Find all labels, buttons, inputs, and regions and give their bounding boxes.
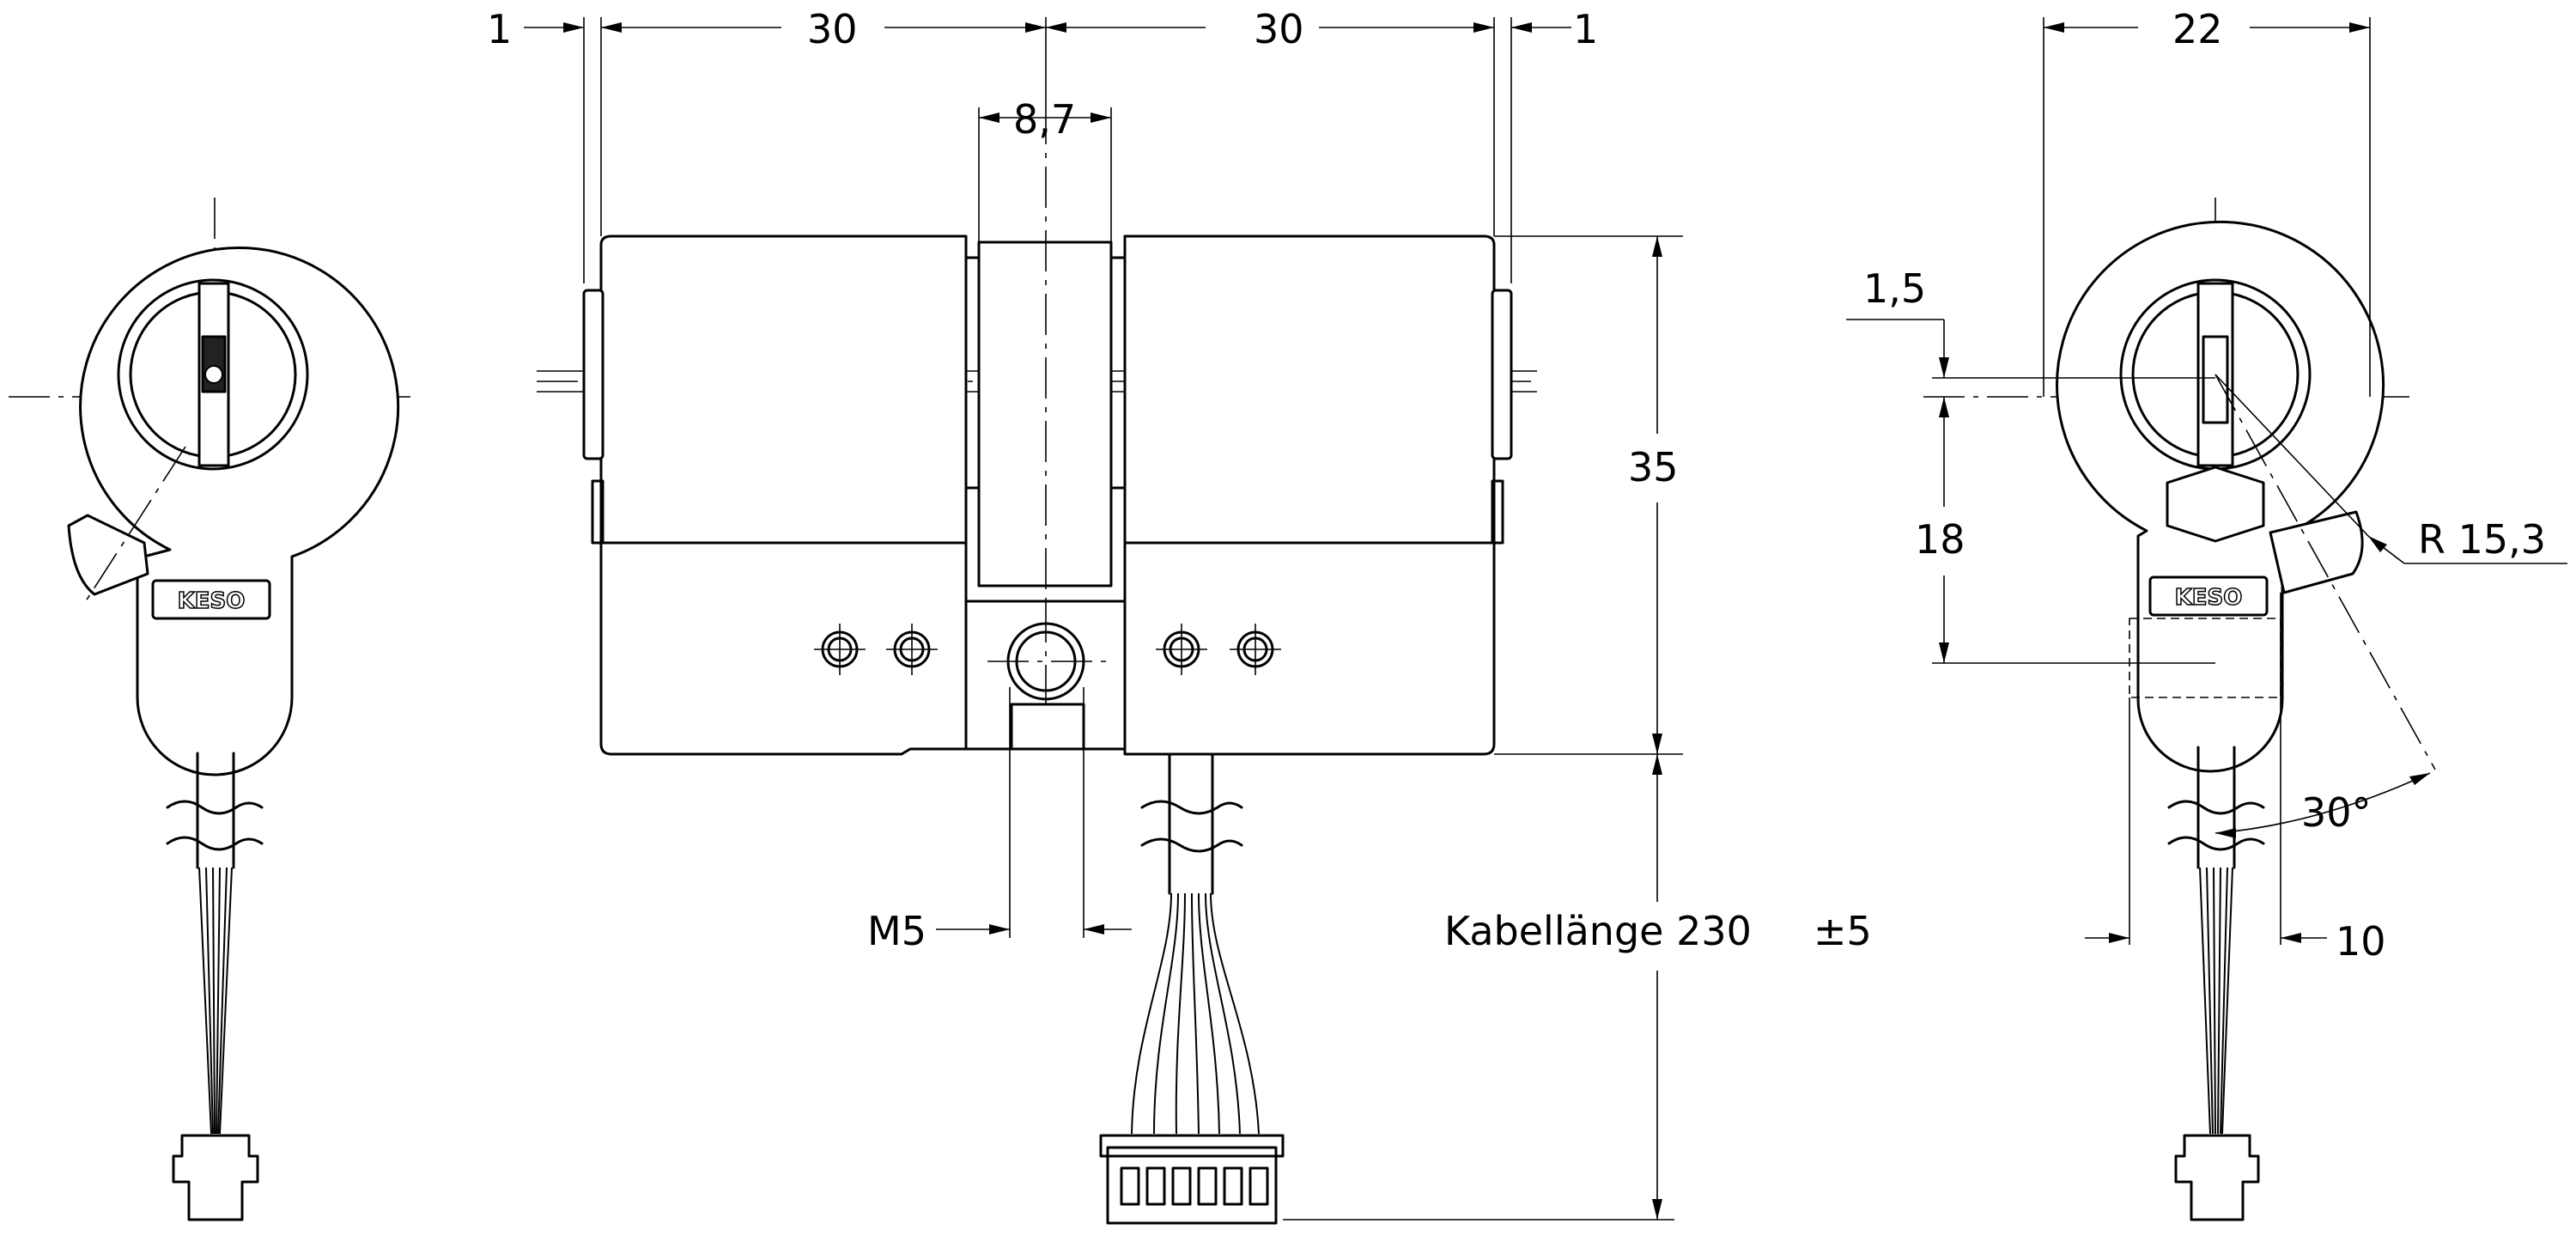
right-cylinder-half [1123, 234, 1496, 756]
center-view-connector-body [1106, 1146, 1278, 1225]
left-view-body-outline [79, 246, 400, 776]
left-view-keso-badge [151, 579, 271, 620]
pin-holes [814, 624, 1281, 675]
left-cylinder-half [599, 234, 968, 756]
left-view-keso-label: KESO [178, 588, 246, 614]
right-view-keso-label: KESO [2175, 585, 2243, 611]
right-view-wires [2199, 867, 2233, 1135]
dim-r15-3: R 15,3 [2418, 516, 2546, 563]
right-view-break-top [2167, 800, 2265, 815]
left-view-locking-cam [67, 514, 149, 596]
right-view-keyway-inner [2202, 335, 2229, 424]
dim-1-right: 1 [1573, 6, 1598, 52]
left-end-cap [582, 289, 605, 460]
left-view-plug-outer [117, 278, 309, 471]
right-view-locking-cam [2269, 510, 2364, 594]
left-view-connector [172, 1134, 259, 1221]
dim-1-5: 1,5 [1863, 265, 1926, 312]
left-view-break-top [166, 800, 264, 815]
dim-cable-length: Kabellänge 230 [1444, 908, 1752, 954]
dimension-labels: 1 30 30 1 8,7 35 M5 Kabellänge 230 ±5 22… [487, 6, 2546, 965]
center-side-view [537, 103, 1537, 1225]
dim-10: 10 [2336, 918, 2386, 965]
dim-30-left: 30 [807, 6, 858, 52]
right-view-break-bottom [2167, 836, 2265, 851]
dim-22: 22 [2172, 6, 2223, 52]
right-end-view: KESO [1923, 198, 2436, 1221]
cam-housing [977, 240, 1113, 588]
dim-1-left: 1 [487, 6, 512, 52]
dim-30-degree: 30° [2301, 789, 2372, 836]
center-view-connector-pins [1120, 1166, 1269, 1206]
angle-arc [2215, 772, 2431, 834]
left-end-view: KESO [9, 198, 410, 1221]
dim-30-right: 30 [1254, 6, 1304, 52]
center-view-wires [1131, 892, 1260, 1135]
center-view-connector-top [1099, 1134, 1285, 1158]
left-cylinder-step [591, 479, 605, 545]
dim-35: 35 [1628, 444, 1679, 490]
right-cylinder-step [1491, 479, 1504, 545]
right-view-radius-line [2215, 374, 2369, 537]
dimension-lines [524, 17, 2567, 1221]
left-view-cam-line [82, 446, 186, 607]
dim-m5: M5 [867, 908, 927, 954]
cam-left-flange [964, 256, 981, 490]
cam-right-flange [1109, 256, 1127, 490]
dim-8-7: 8,7 [1013, 96, 1076, 143]
right-view-hidden-housing [2129, 618, 2281, 698]
right-view-hex-nut [2166, 466, 2265, 543]
right-end-cap [1491, 289, 1513, 460]
right-view-angle-line [2215, 374, 2436, 770]
center-view-break-bottom [1140, 837, 1243, 853]
dim-18: 18 [1915, 516, 1965, 563]
right-view-keso-badge [2148, 575, 2269, 617]
dim-cable-tolerance: ±5 [1814, 908, 1872, 954]
center-view-break-top [1140, 800, 1243, 815]
right-view-connector [2174, 1134, 2260, 1221]
left-view-break-bottom [166, 836, 264, 851]
fixing-screw-lug [1010, 703, 1085, 751]
left-view-wires [198, 867, 233, 1135]
